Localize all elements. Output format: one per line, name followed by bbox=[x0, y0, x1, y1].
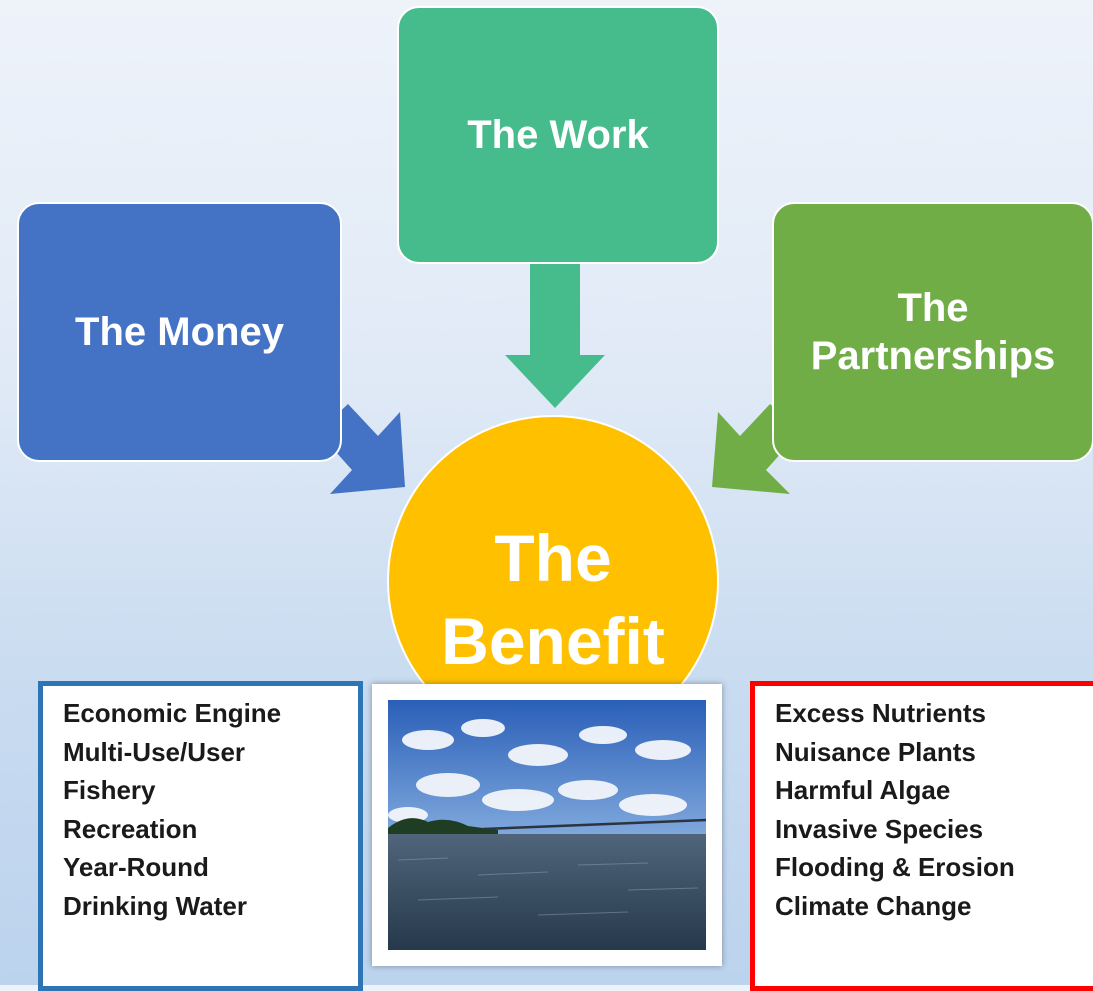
lake-photo bbox=[388, 700, 706, 950]
list-item: Flooding & Erosion bbox=[775, 852, 1015, 882]
work-arrow bbox=[505, 264, 605, 408]
list-item: Drinking Water bbox=[63, 890, 247, 921]
work-label: The Work bbox=[467, 112, 649, 157]
list-item: Nuisance Plants bbox=[775, 736, 976, 767]
list-item: Excess Nutrients bbox=[775, 698, 986, 728]
benefit-label-line1: The bbox=[494, 521, 612, 595]
money-label: The Money bbox=[75, 309, 284, 354]
list-item: Fishery bbox=[63, 775, 156, 805]
list-item: Year-Round bbox=[63, 852, 209, 882]
list-item: Recreation bbox=[63, 813, 198, 844]
partnerships-box: The Partnerships bbox=[772, 202, 1093, 462]
list-item: Economic Engine bbox=[63, 698, 282, 728]
partnerships-label-line2: Partnerships bbox=[810, 334, 1056, 378]
partnerships-label-line1: The bbox=[897, 286, 969, 330]
list-item: Climate Change bbox=[775, 890, 972, 921]
challenges-list: Excess Nutrients Nuisance Plants Harmful… bbox=[750, 681, 1093, 991]
benefits-list: Economic Engine Multi-Use/User Fishery R… bbox=[38, 681, 363, 991]
list-item: Invasive Species bbox=[775, 813, 984, 844]
list-item: Multi-Use/User bbox=[63, 736, 246, 767]
list-item: Harmful Algae bbox=[775, 775, 951, 805]
work-box: The Work bbox=[397, 6, 719, 264]
benefit-label-line2: Benefit bbox=[441, 603, 665, 678]
lake-photo-frame bbox=[372, 684, 722, 966]
money-box: The Money bbox=[17, 202, 342, 462]
